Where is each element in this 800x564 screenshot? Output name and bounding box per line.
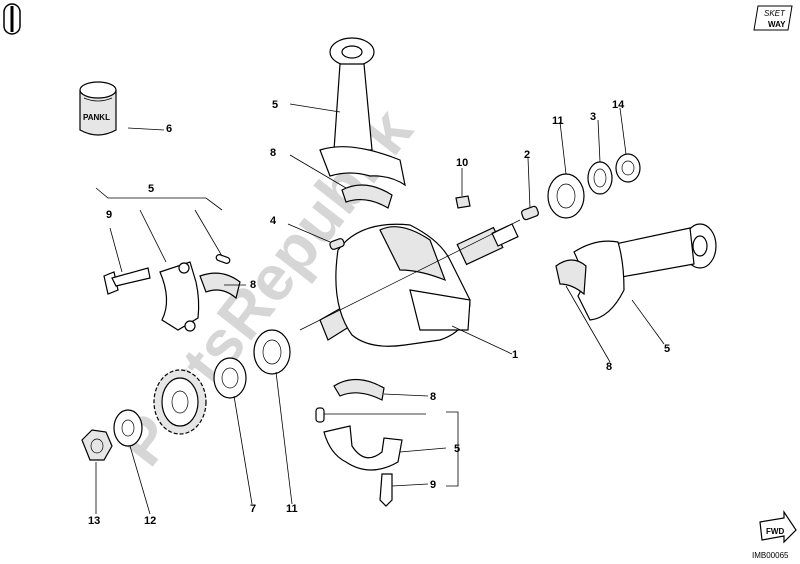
key-10 [455,195,471,209]
forward-arrow-icon: FWD [759,510,797,544]
callout-1: 1 [512,349,518,361]
connecting-rod-upper [319,37,406,187]
spacer-7 [213,357,247,399]
callout-4: 4 [270,215,277,227]
callout-11-lower: 11 [286,503,298,515]
nut-13 [81,429,113,461]
washer-12 [113,409,143,447]
callout-3: 3 [590,111,596,123]
callout-9-left: 9 [106,209,112,221]
callout-5-left: 5 [148,183,154,195]
brand-logo: SKET WAY [753,5,793,31]
rod-bearing-upper [341,184,393,209]
callout-8-left: 8 [250,279,256,291]
seal-3 [587,161,613,195]
crankshaft [299,219,521,347]
callout-6: 6 [166,123,172,135]
callout-14: 14 [612,99,625,111]
callout-7: 7 [250,503,256,515]
callout-5-upper: 5 [272,99,278,111]
callout-9-lower: 9 [430,479,436,491]
callout-8-right: 8 [606,361,612,373]
logo-text-bottom: WAY [768,20,786,29]
page-marker-icon [3,3,21,35]
callout-11-upper: 11 [552,115,564,127]
callouts: 5 8 6 5 9 8 4 10 2 11 3 14 1 5 8 8 5 9 7… [88,99,670,527]
fwd-label: FWD [766,527,784,536]
callout-2: 2 [524,149,530,161]
washer-11-upper [547,173,585,219]
connecting-rod-right [555,223,717,321]
callout-12: 12 [144,515,156,527]
bearing-shells-part: PANKL [79,81,117,136]
dowel-pin-4 [329,238,345,250]
logo-text-top: SKET [764,9,786,18]
plug-2 [521,205,539,221]
leader-lines [95,103,665,515]
callout-5-lower: 5 [454,443,460,455]
callout-8-upper: 8 [270,147,276,159]
washer-11-lower [253,329,291,375]
drawing-code: IMB00065 [752,551,789,560]
rod-cap-left [103,254,241,332]
callout-8-lower: 8 [430,391,436,403]
bearing-label: PANKL [83,113,110,122]
dowel-lower [315,407,325,423]
callout-5-right: 5 [664,343,670,355]
callout-13: 13 [88,515,100,527]
callout-10: 10 [456,157,468,169]
rod-cap-lower [323,425,403,507]
rod-bearing-lower [333,378,385,401]
cap-14 [615,153,641,183]
crank-gear [153,369,207,435]
